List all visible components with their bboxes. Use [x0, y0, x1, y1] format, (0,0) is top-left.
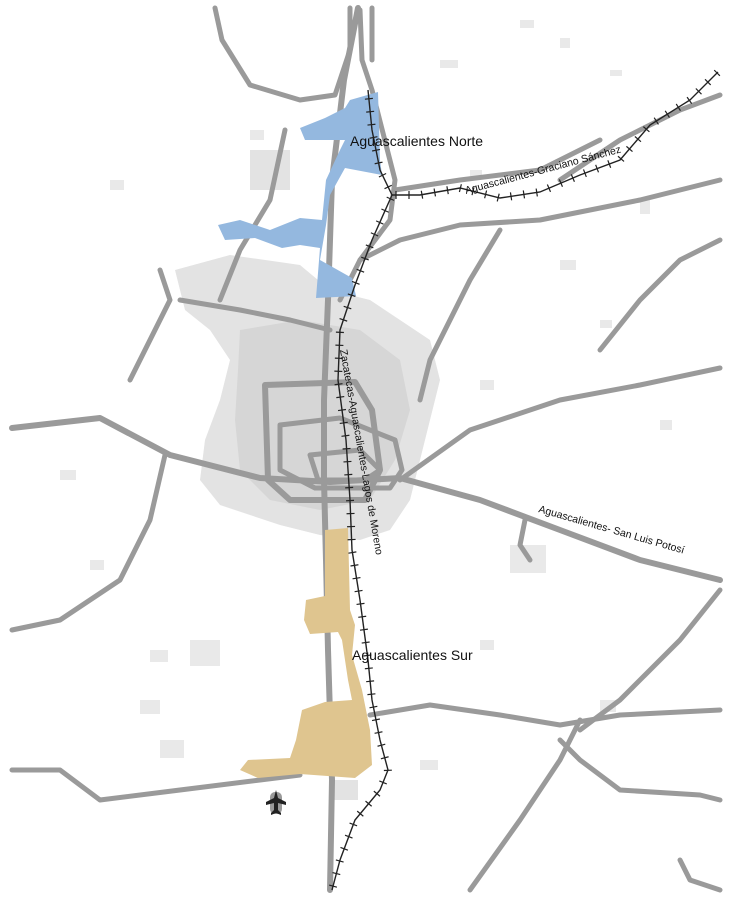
rail-tick [364, 667, 373, 670]
rail-tick [675, 103, 681, 111]
rail-tick [377, 743, 386, 747]
rail-tick [345, 486, 354, 489]
rail-tick [370, 232, 379, 237]
rail-tick [471, 187, 475, 196]
rail-tick [363, 654, 372, 657]
zone-norte [218, 92, 382, 298]
rail-tick [347, 293, 356, 298]
zone-sur-polygon[interactable] [240, 528, 372, 778]
rail-tick [334, 383, 343, 386]
rail-tick [365, 800, 373, 807]
railway-network [329, 69, 721, 891]
rural-settlements [60, 20, 672, 770]
zone-label-sur: Aguascalientes Sur [352, 647, 473, 663]
urban-area [175, 150, 440, 800]
rail-tick [342, 447, 351, 450]
rail-tick [336, 395, 345, 399]
rail-tick [348, 551, 357, 554]
rail-tick [607, 160, 612, 168]
rail-tick [343, 460, 352, 463]
rail-tick [374, 731, 383, 734]
rail-tick [634, 136, 642, 143]
rail-tick [365, 244, 374, 249]
rail-tick [369, 136, 378, 139]
zone-sur [240, 528, 372, 778]
zone-label-norte: Aguascalientes Norte [350, 133, 483, 149]
rail-tick [364, 97, 373, 100]
rail-tick [351, 280, 360, 285]
rail-tick [369, 705, 378, 709]
rail-tick [496, 193, 500, 202]
rail-tick [433, 188, 437, 197]
rail-tick [352, 576, 361, 580]
rail-tick [626, 145, 633, 153]
rail-tick [384, 184, 393, 190]
rail-tick [343, 305, 352, 310]
rail-label-graciano-sanchez: Aguascalientes-Graciano Sánchez [464, 144, 623, 197]
rail-tick [341, 434, 350, 437]
rail-tick [686, 96, 693, 104]
rail-tick [332, 871, 341, 876]
rail-tick [509, 192, 513, 201]
airport-icon [266, 790, 286, 815]
rail-tick [349, 822, 358, 827]
rail-tick [371, 718, 381, 722]
rail-tick [361, 256, 369, 261]
rail-tick [642, 126, 650, 133]
rail-tick [361, 641, 370, 644]
rail-tick [329, 884, 338, 888]
rail-tick [344, 473, 353, 476]
rail-tick [664, 110, 670, 118]
rail-tick [367, 123, 376, 126]
rail-tick [380, 756, 389, 760]
rail-tick [339, 421, 348, 425]
rail-tick [375, 220, 384, 225]
rail-tick [366, 680, 375, 683]
rail-tick [381, 208, 389, 213]
rail-tick [339, 318, 348, 322]
rail-tick [386, 196, 395, 201]
rail-tick [695, 88, 702, 95]
rail-tick [372, 148, 381, 152]
rail-tick [595, 164, 600, 173]
rail-tick [356, 810, 364, 817]
rail-tick [713, 69, 721, 77]
rail-tick [378, 172, 387, 178]
rail-tick [546, 184, 552, 193]
rail-tick [344, 834, 353, 839]
rail-tick [350, 564, 359, 567]
rail-tick [379, 780, 387, 785]
zone-norte-polygon[interactable] [218, 92, 382, 298]
rail-tick [366, 110, 375, 113]
rail-tick [337, 408, 347, 412]
rail-tick [356, 268, 365, 273]
rail-tick [359, 628, 369, 631]
rail-tick [484, 190, 488, 199]
rail-tick [522, 190, 526, 199]
rail-tick [373, 790, 381, 797]
rail-tick [335, 859, 344, 863]
rail-tick [358, 615, 367, 618]
rail-tick [446, 186, 449, 195]
rail-tick [570, 174, 575, 182]
rail-tick [458, 184, 462, 193]
rail-tick [367, 693, 376, 696]
rail-tick [617, 155, 625, 162]
rail-tick [704, 78, 712, 86]
rail-tick [354, 589, 363, 593]
rail-tick [374, 161, 383, 165]
rail-tick [653, 117, 659, 125]
rail-tick [420, 190, 424, 199]
rail-tick [558, 179, 564, 188]
rail-tick [535, 188, 538, 197]
rail-tick [356, 602, 365, 606]
rail-tick [340, 846, 349, 851]
rail-tick [582, 169, 587, 178]
